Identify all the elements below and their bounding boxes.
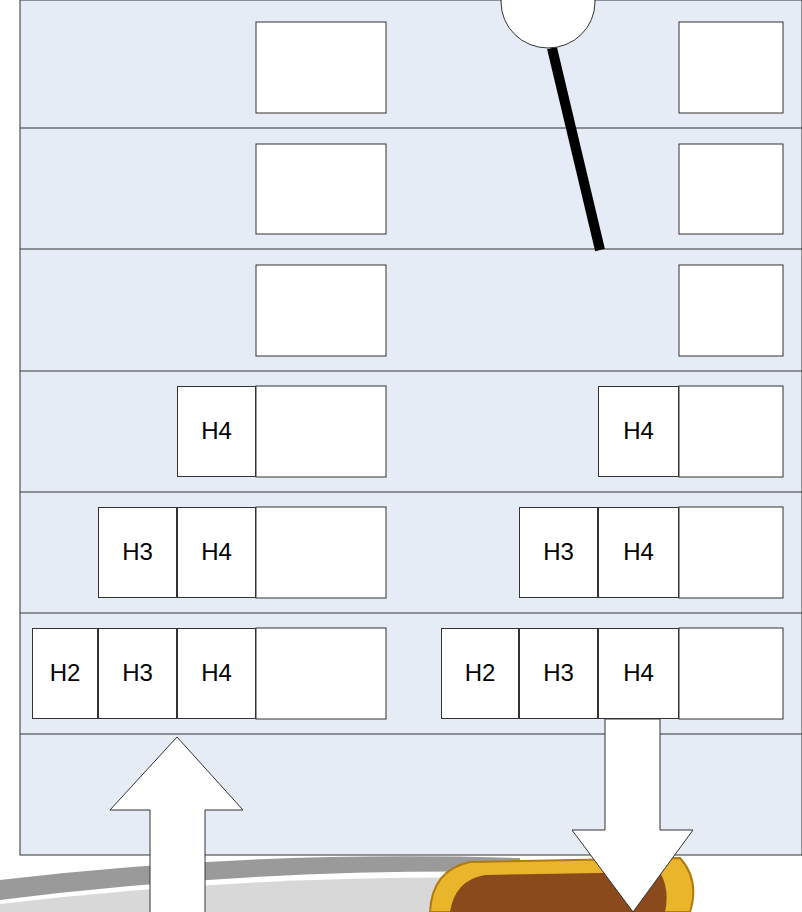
stack-panel (20, 0, 802, 855)
header-label: H3 (122, 660, 153, 686)
band-dividers (20, 128, 802, 734)
header-label: H4 (201, 418, 232, 444)
header-label: H4 (623, 418, 654, 444)
header-label: H2 (465, 660, 496, 686)
payload-boxes (256, 22, 783, 719)
header-box: H3 (98, 507, 177, 598)
header-box: H4 (598, 628, 679, 719)
down-arrow (572, 719, 693, 912)
up-arrow (110, 737, 243, 912)
pin-stem (552, 48, 600, 250)
header-box: H4 (177, 386, 256, 477)
pin-head (501, 0, 595, 48)
header-box: H4 (177, 628, 256, 719)
header-label: H3 (122, 539, 153, 565)
header-box: H4 (598, 386, 679, 477)
header-box: H4 (598, 507, 679, 598)
header-label: H4 (201, 539, 232, 565)
header-box: H2 (441, 628, 519, 719)
header-box: H3 (519, 507, 598, 598)
header-label: H3 (543, 539, 574, 565)
header-label: H3 (543, 660, 574, 686)
header-label: H4 (623, 660, 654, 686)
header-label: H2 (50, 660, 81, 686)
header-box: H3 (98, 628, 177, 719)
header-label: H4 (623, 539, 654, 565)
header-box: H2 (32, 628, 98, 719)
header-box: H3 (519, 628, 598, 719)
header-label: H4 (201, 660, 232, 686)
header-box: H4 (177, 507, 256, 598)
